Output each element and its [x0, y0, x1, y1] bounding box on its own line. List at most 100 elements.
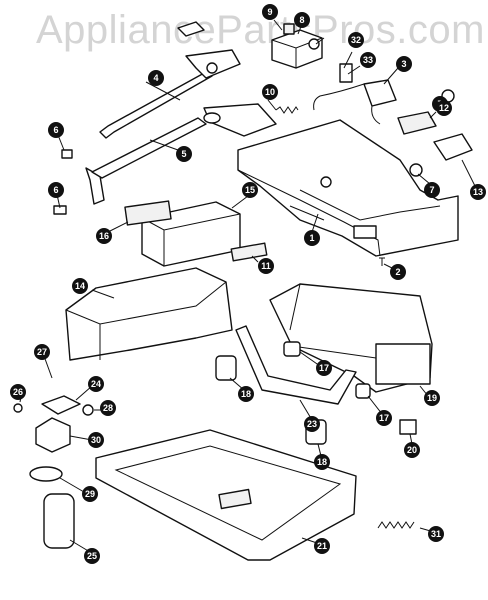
- callout-number: 6: [53, 185, 58, 195]
- callout-part-2: 2: [390, 264, 406, 280]
- callout-number: 25: [87, 551, 97, 561]
- callout-number: 21: [317, 541, 327, 551]
- callout-circle: [238, 386, 254, 402]
- callout-number: 6: [53, 125, 58, 135]
- upper-duct-arm-drawing: [99, 49, 241, 139]
- switch-drawing: [399, 419, 417, 435]
- callout-number: 7: [429, 185, 434, 195]
- callout-circle: [242, 182, 258, 198]
- callout-circle: [436, 100, 452, 116]
- callouts: 1234566778910111213141516171718181920212…: [10, 4, 486, 564]
- callout-part-25: 25: [84, 548, 100, 564]
- callout-part-21: 21: [314, 538, 330, 554]
- callout-circle: [34, 344, 50, 360]
- callout-circle: [82, 486, 98, 502]
- callout-number: 33: [363, 55, 373, 65]
- callout-number: 3: [401, 59, 406, 69]
- lower-duct-arm-drawing: [85, 103, 277, 205]
- callout-number: 26: [13, 387, 23, 397]
- callout-circle: [48, 122, 64, 138]
- callout-circle: [148, 70, 164, 86]
- callout-number: 14: [75, 281, 85, 291]
- spring-drawing: [275, 106, 299, 114]
- callout-part-9: 9: [262, 4, 278, 20]
- callout-number: 9: [267, 7, 272, 17]
- callout-part-30: 30: [88, 432, 104, 448]
- callout-number: 31: [431, 529, 441, 539]
- callout-circle: [294, 12, 310, 28]
- callout-number: 19: [427, 393, 437, 403]
- callout-number: 18: [317, 457, 327, 467]
- callout-circle: [96, 228, 112, 244]
- callout-part-6b: 6: [48, 182, 64, 198]
- control-box-drawing: [271, 23, 323, 69]
- small-box-drawing: [397, 111, 437, 135]
- callout-part-16: 16: [96, 228, 112, 244]
- callout-circle: [88, 432, 104, 448]
- callout-number: 24: [91, 379, 101, 389]
- callout-circle: [424, 390, 440, 406]
- wire-clip-drawing: [177, 21, 205, 37]
- callout-part-20: 20: [404, 442, 420, 458]
- connector-drawings: [53, 149, 73, 215]
- callout-circle: [100, 400, 116, 416]
- callout-part-10: 10: [262, 84, 278, 100]
- left-duct-drawing: [65, 267, 233, 361]
- callout-part-14: 14: [72, 278, 88, 294]
- callout-part-13: 13: [470, 184, 486, 200]
- callout-circle: [348, 32, 364, 48]
- callout-part-8: 8: [294, 12, 310, 28]
- callout-number: 17: [319, 363, 329, 373]
- bracket-drawing: [409, 133, 473, 177]
- callout-number: 17: [379, 413, 389, 423]
- callout-part-27: 27: [34, 344, 50, 360]
- callout-circle: [316, 360, 332, 376]
- callout-part-18a: 18: [238, 386, 254, 402]
- callout-circle: [424, 182, 440, 198]
- callout-number: 12: [439, 103, 449, 113]
- callout-number: 11: [261, 261, 271, 271]
- callout-number: 16: [99, 231, 109, 241]
- callout-number: 10: [265, 87, 275, 97]
- knob-drawing-right: [355, 383, 371, 399]
- frame-drawing: [124, 200, 172, 226]
- callout-part-26: 26: [10, 384, 26, 400]
- callout-part-11: 11: [258, 258, 274, 274]
- callout-number: 2: [395, 267, 400, 277]
- callout-number: 8: [299, 15, 304, 25]
- callout-part-31: 31: [428, 526, 444, 542]
- callout-circle: [84, 548, 100, 564]
- callout-number: 5: [181, 149, 186, 159]
- callout-part-5: 5: [176, 146, 192, 162]
- callout-part-18b: 18: [314, 454, 330, 470]
- callout-circle: [88, 376, 104, 392]
- callout-circle: [314, 454, 330, 470]
- callout-number: 29: [85, 489, 95, 499]
- callout-circle: [262, 84, 278, 100]
- callout-number: 28: [103, 403, 113, 413]
- callout-circle: [360, 52, 376, 68]
- callout-circle: [176, 146, 192, 162]
- bottom-pan-drawing: [95, 429, 357, 561]
- callout-part-23: 23: [304, 416, 320, 432]
- callout-number: 23: [307, 419, 317, 429]
- callout-number: 15: [245, 185, 255, 195]
- main-housing-drawing: [237, 119, 459, 257]
- callout-circle: [72, 278, 88, 294]
- callout-part-17b: 17: [376, 410, 392, 426]
- callout-part-6a: 6: [48, 122, 64, 138]
- callout-number: 30: [91, 435, 101, 445]
- watermark: AppliancePartsPros.com: [36, 8, 485, 52]
- filter-assembly-drawing: [13, 395, 94, 549]
- callout-number: 27: [37, 347, 47, 357]
- spring-clip-drawing: [377, 521, 415, 529]
- callout-circle: [404, 442, 420, 458]
- callout-circle: [314, 538, 330, 554]
- callout-part-1: 1: [304, 230, 320, 246]
- callout-circle: [428, 526, 444, 542]
- callout-number: 32: [351, 35, 361, 45]
- callout-circle: [470, 184, 486, 200]
- callout-part-12: 12: [436, 100, 452, 116]
- callout-part-32: 32: [348, 32, 364, 48]
